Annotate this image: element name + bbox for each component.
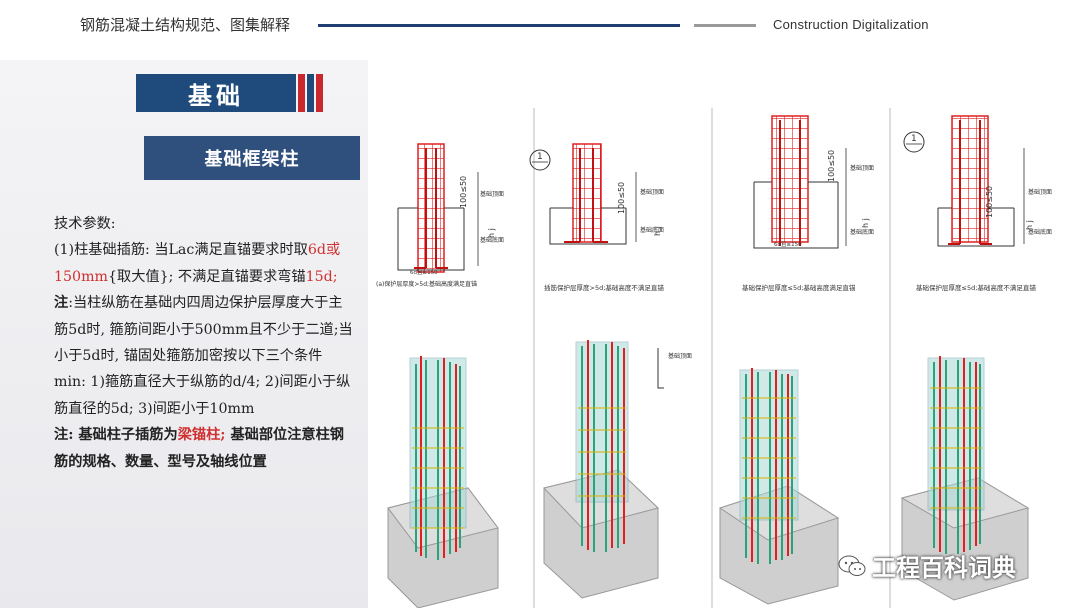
annotation-label: 基础底面 [850, 228, 874, 236]
header-title: 钢筋混凝土结构规范、图集解释 [80, 16, 291, 34]
tech-text: (1)柱基础插筋: 当Lac满足直锚要求时取 [54, 242, 308, 259]
header-divider-gray [694, 24, 756, 27]
banner-stripe-red [316, 74, 323, 112]
annotation-label: 基础顶面 [640, 188, 664, 196]
foundation-column-diagrams: 100≤50 h j 基础顶面 基础底面 6d且≥150 (a)保护层厚度>5d… [376, 108, 1052, 608]
watermark: 工程百科词典 [838, 548, 1016, 583]
annotation-label: 基础底面 [480, 236, 504, 244]
dimension-label: 100≤50 [827, 150, 836, 182]
section-title-banner: 基础 [136, 74, 296, 112]
isometric-diagram-3 [718, 368, 840, 605]
wechat-icon [838, 555, 866, 576]
diagram-panel: 100≤50 h j 基础顶面 基础底面 6d且≥150 (a)保护层厚度>5d… [368, 108, 1080, 608]
diagram-caption: (a)保护层厚度>5d;基础高度满足直锚 [376, 280, 477, 288]
watermark-text: 工程百科词典 [872, 554, 1016, 582]
tech-highlight: 15d; [305, 268, 338, 285]
tech-heading: 技术参数: [54, 216, 116, 232]
annotation-label: 基础底面 [640, 226, 664, 234]
annotation-label: 基础顶面 [668, 352, 692, 360]
detail-mark: 1 [911, 134, 917, 144]
header-subtitle-en: Construction Digitalization [773, 17, 929, 32]
banner-stripe-blue [307, 74, 314, 112]
annotation-label: 基础顶面 [1028, 188, 1052, 196]
dimension-label: 6d且≥150 [410, 269, 438, 276]
subsection-title-banner: 基础框架柱 [144, 136, 360, 180]
elevation-diagram-1: 100≤50 h j 基础顶面 基础底面 6d且≥150 (a)保护层厚度>5d… [376, 143, 504, 288]
diagram-caption: 基础保护层厚度≤5d;基础高度不满足直锚 [916, 283, 1036, 292]
annotation-label: 基础底面 [1028, 228, 1052, 236]
dimension-label: h j [861, 218, 870, 228]
header-divider-blue [318, 24, 680, 27]
note-highlight: 梁锚柱; [177, 427, 226, 444]
note-text: 注: 基础柱子插筋为 [54, 427, 178, 444]
detail-mark: 1 [537, 152, 543, 162]
dimension-label: 6d且≥150 [774, 241, 802, 248]
isometric-diagram-2 [543, 340, 659, 599]
tech-note-1: 注:当柱纵筋在基础内四周边保护层厚度大于主筋5d时, 箍筋间距小于500mm且不… [54, 290, 354, 422]
note-text: :当柱纵筋在基础内四周边保护层厚度大于主筋5d时, 箍筋间距小于500mm且不少… [54, 295, 353, 417]
diagram-caption: 插筋保护层厚度>5d;基础高度不满足直锚 [544, 283, 664, 292]
elevation-diagram-4: 1 100≤50 h j 基础顶面 基础底面 基础保护层厚度≤5d;基础高度不满… [903, 115, 1052, 292]
annotation-label: 基础顶面 [480, 190, 504, 198]
dimension-label: h j [487, 228, 496, 238]
tech-paragraph-1: (1)柱基础插筋: 当Lac满足直锚要求时取6d或150mm{取大值}; 不满足… [54, 237, 354, 290]
dimension-label: 100≤50 [617, 182, 626, 214]
tech-text: {取大值}; 不满足直锚要求弯锚 [108, 268, 306, 285]
isometric-diagram-1 [387, 356, 499, 608]
elevation-diagram-2: 1 100≤50 h j 基础顶面 基础底面 插筋保护层厚度>5d;基础高度不满… [529, 143, 692, 389]
tech-highlight: 6d或150mm [54, 242, 341, 285]
dimension-label: 100≤50 [459, 176, 468, 208]
elevation-diagram-3: 100≤50 h j 基础顶面 基础底面 6d且≥150 基础保护层厚度≤5d;… [742, 115, 874, 292]
annotation-label: 基础顶面 [850, 164, 874, 172]
note-text: 基础部位注意柱钢筋的规格、数量、型号及轴线位置 [54, 427, 344, 470]
dimension-label: h j [653, 226, 662, 236]
dimension-label: h j [1025, 220, 1034, 230]
banner-stripe-red [298, 74, 305, 112]
diagram-caption: 基础保护层厚度≤5d;基础高度满足直锚 [742, 283, 856, 292]
dimension-label: 100≤50 [985, 186, 994, 218]
isometric-diagram-4 [900, 356, 1030, 601]
technical-parameters-text: 技术参数: (1)柱基础插筋: 当Lac满足直锚要求时取6d或150mm{取大值… [54, 211, 354, 475]
tech-note-2: 注: 基础柱子插筋为梁锚柱; 基础部位注意柱钢筋的规格、数量、型号及轴线位置 [54, 422, 354, 475]
note-label: 注 [54, 295, 69, 312]
